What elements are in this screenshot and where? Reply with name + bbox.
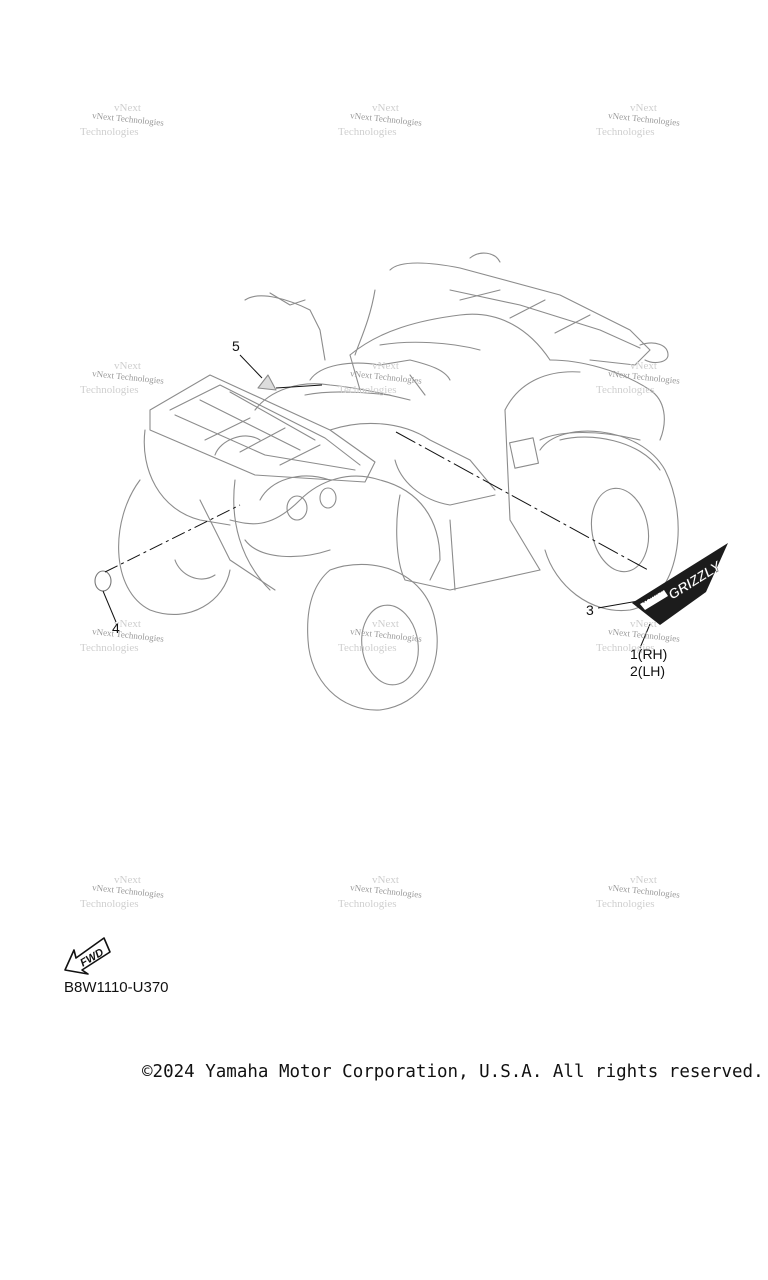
leader-line-4b xyxy=(104,504,241,573)
watermark: vNext vNext Technologies Technologies xyxy=(338,360,423,396)
callout-1-rh: 1(RH) xyxy=(630,646,668,662)
watermark: vNext vNext Technologies Technologies xyxy=(80,102,165,138)
watermark: vNext vNext Technologies Technologies xyxy=(338,102,423,138)
watermark: vNext vNext Technologies Technologies xyxy=(596,874,681,910)
fwd-label: FWD xyxy=(78,946,106,969)
callout-5: 5 xyxy=(232,338,240,354)
rear-rack xyxy=(354,252,669,366)
figure-code: B8W1110-U370 xyxy=(64,979,169,996)
main-body xyxy=(254,313,551,591)
leader-line-1b xyxy=(639,623,651,649)
copyright-text: ©2024 Yamaha Motor Corporation, U.S.A. A… xyxy=(142,1062,764,1082)
callout-4: 4 xyxy=(112,620,120,636)
handlebar xyxy=(244,292,451,396)
watermark: vNext vNext Technologies Technologies xyxy=(80,874,165,910)
front-rack xyxy=(149,374,376,483)
callout-3: 3 xyxy=(586,602,594,618)
watermark: vNext vNext Technologies Technologies xyxy=(596,618,681,654)
watermark: vNext vNext Technologies Technologies xyxy=(596,360,681,396)
callout-2-lh: 2(LH) xyxy=(630,663,666,679)
rear-fender xyxy=(504,359,665,571)
leader-line-5 xyxy=(239,354,263,379)
watermark: vNext vNext Technologies Technologies xyxy=(80,618,165,654)
front-left-wheel xyxy=(118,479,231,615)
front-right-wheel xyxy=(307,563,438,711)
part-4-marker xyxy=(94,570,112,592)
watermark: vNext vNext Technologies Technologies xyxy=(338,874,423,910)
rear-left-wheel xyxy=(539,430,679,612)
fwd-arrow-icon: FWD xyxy=(64,937,111,975)
watermark: vNext vNext Technologies Technologies xyxy=(338,618,423,654)
watermark: vNext vNext Technologies Technologies xyxy=(80,360,165,396)
leader-line-1 xyxy=(395,431,649,571)
decal-part-1-2: YAMAHA GRIZZLY xyxy=(632,543,728,625)
leader-line-4 xyxy=(102,590,117,623)
front-body xyxy=(143,429,441,591)
leader-line-5b xyxy=(275,384,323,389)
watermark: vNext vNext Technologies Technologies xyxy=(596,102,681,138)
part-5-marker xyxy=(257,374,277,391)
leader-line-3 xyxy=(597,600,639,609)
